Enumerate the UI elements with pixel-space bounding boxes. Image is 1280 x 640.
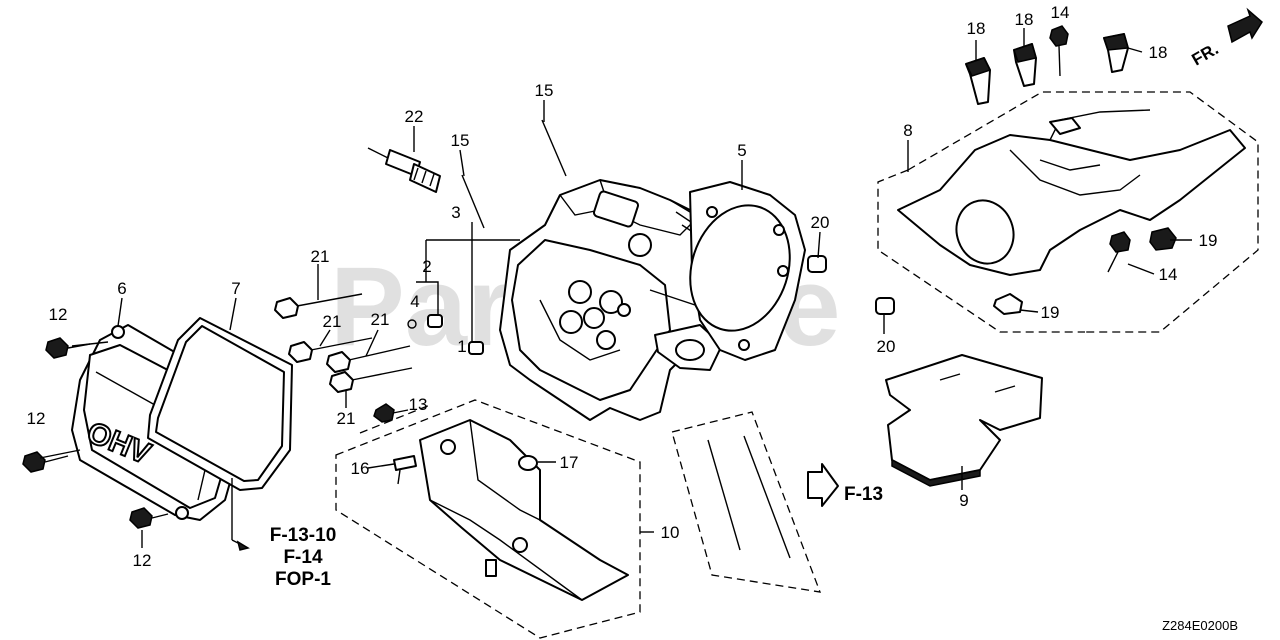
valve-parts bbox=[407, 222, 520, 355]
ref-f-13-10: F-13-10 bbox=[270, 525, 337, 546]
push-rod-group-outline bbox=[671, 411, 822, 593]
callout-18-left: 18 bbox=[967, 19, 986, 38]
callout-15-lower: 15 bbox=[451, 131, 470, 150]
air-guide-group-outline-lower bbox=[877, 169, 1085, 333]
callout-16: 16 bbox=[351, 459, 370, 478]
callout-14-top: 14 bbox=[1051, 3, 1070, 22]
callout-15-upper: 15 bbox=[535, 81, 554, 100]
callout-21-b: 21 bbox=[323, 312, 342, 331]
ref-f-14: F-14 bbox=[283, 547, 323, 568]
front-orientation-arrow: FR. bbox=[1189, 7, 1263, 69]
stay-group-outline bbox=[335, 399, 641, 639]
callout-12-bottom: 12 bbox=[133, 551, 152, 570]
callout-2: 2 bbox=[422, 257, 431, 276]
leader-lines bbox=[39, 28, 1192, 551]
callout-18-middle: 18 bbox=[1015, 10, 1034, 29]
front-orientation-label: FR. bbox=[1189, 39, 1222, 69]
ref-f-13: F-13 bbox=[844, 484, 883, 505]
grommets-18 bbox=[964, 33, 1129, 105]
callout-4: 4 bbox=[410, 292, 419, 311]
valve-cover-gasket bbox=[147, 317, 293, 491]
callout-18-right: 18 bbox=[1149, 43, 1168, 62]
studs-15 bbox=[461, 119, 567, 229]
callout-21-d: 21 bbox=[337, 409, 356, 428]
callout-20-upper: 20 bbox=[811, 213, 830, 232]
callout-22: 22 bbox=[405, 107, 424, 126]
callout-1: 1 bbox=[457, 337, 466, 356]
callout-3: 3 bbox=[451, 203, 460, 222]
ref-fop-1: FOP-1 bbox=[275, 569, 331, 590]
seal-plate bbox=[885, 354, 1043, 487]
callout-5: 5 bbox=[737, 141, 746, 160]
cylinder-head-gasket bbox=[689, 181, 806, 361]
callout-21-a: 21 bbox=[311, 247, 330, 266]
fasteners-right bbox=[807, 25, 1177, 315]
callout-12-left: 12 bbox=[27, 409, 46, 428]
diagram-code: Z284E0200B bbox=[1162, 618, 1238, 633]
callout-10: 10 bbox=[661, 523, 680, 542]
callout-14-right: 14 bbox=[1159, 265, 1178, 284]
callout-8: 8 bbox=[903, 121, 912, 140]
cylinder-head bbox=[499, 179, 726, 421]
callout-6: 6 bbox=[117, 279, 126, 298]
callout-13: 13 bbox=[409, 395, 428, 414]
bolts-12 bbox=[22, 337, 169, 529]
guide-stay bbox=[373, 403, 629, 601]
group-outlines bbox=[335, 91, 1259, 639]
push-rods bbox=[707, 435, 839, 559]
cross-references: F-13-10 F-14 FOP-1 F-13 bbox=[270, 484, 883, 590]
callout-17: 17 bbox=[560, 453, 579, 472]
callout-20-lower: 20 bbox=[877, 337, 896, 356]
callout-21-c: 21 bbox=[371, 310, 390, 329]
head-bolts-21 bbox=[274, 293, 413, 393]
callout-19-upper: 19 bbox=[1199, 231, 1218, 250]
callout-9: 9 bbox=[959, 491, 968, 510]
air-guide bbox=[897, 109, 1246, 276]
spark-plug bbox=[367, 147, 441, 193]
callout-numbers: 1 2 3 4 5 6 7 8 9 10 12 12 12 13 14 14 1… bbox=[27, 3, 1218, 570]
callout-19-lower: 19 bbox=[1041, 303, 1060, 322]
callout-12-top: 12 bbox=[49, 305, 68, 324]
callout-7: 7 bbox=[231, 279, 240, 298]
